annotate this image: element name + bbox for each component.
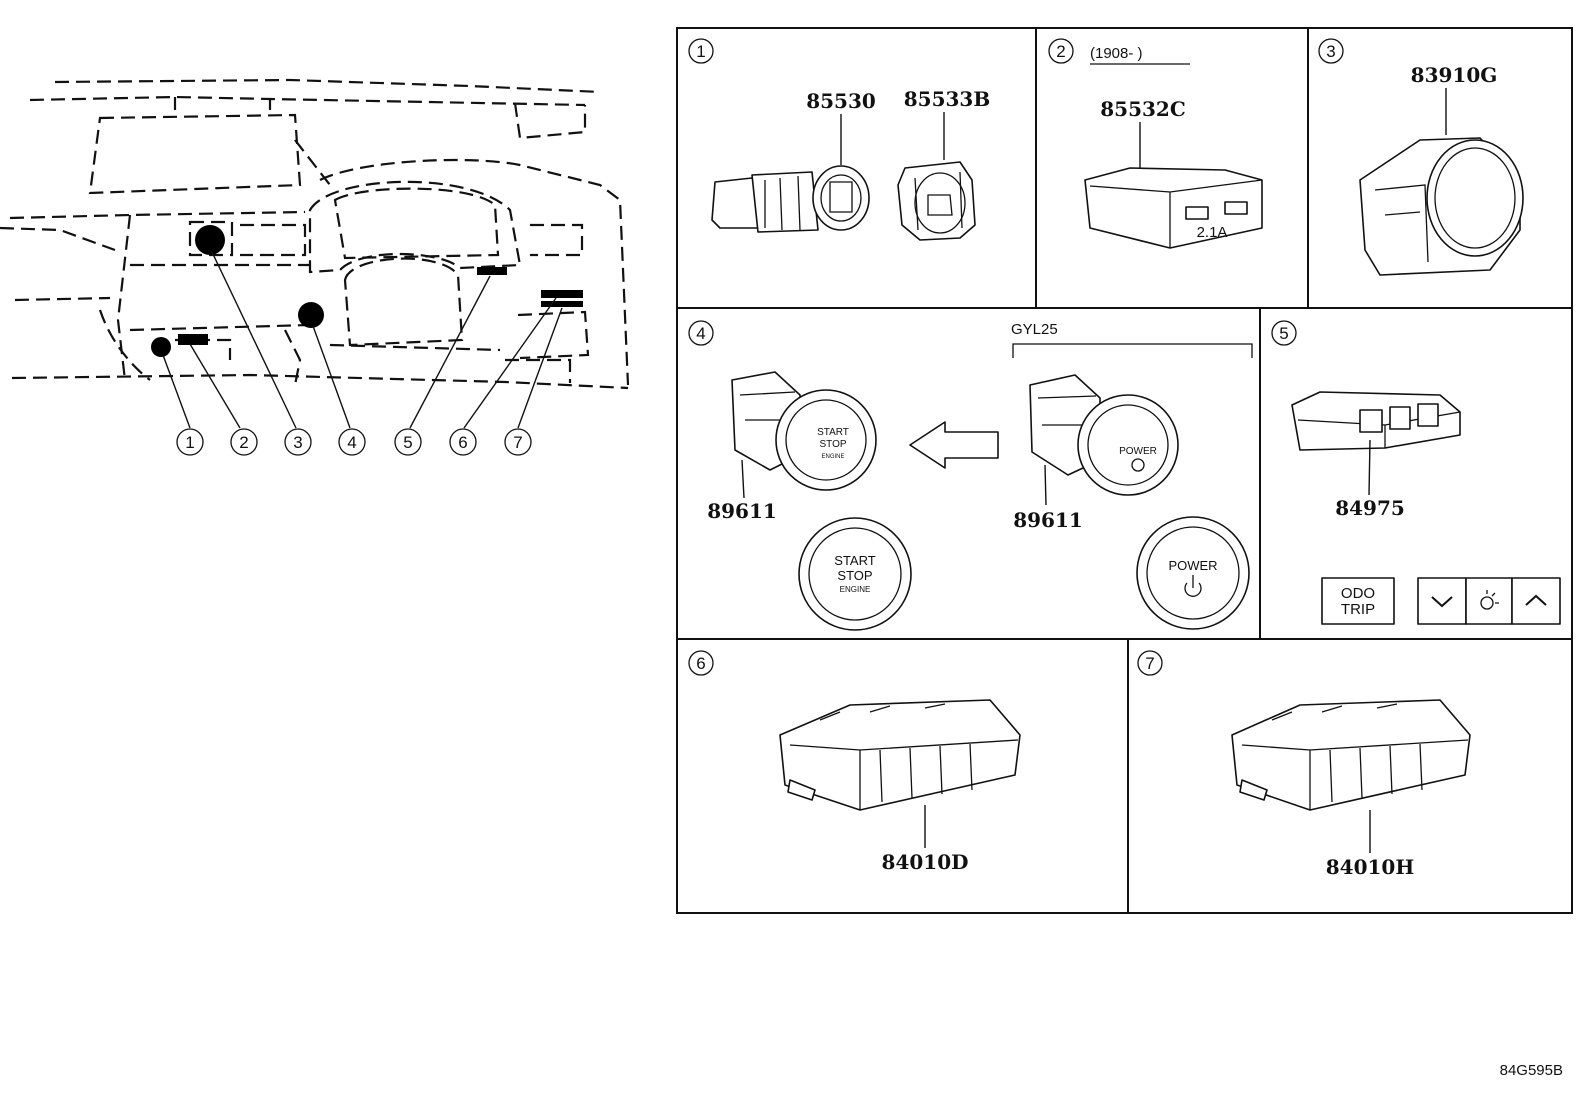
part-number-89611-start: 89611 [707,499,777,523]
location-mark-2 [178,334,208,345]
location-mark-5 [477,267,507,275]
ring-85533B-drawing [897,161,976,241]
svg-text:POWER: POWER [1168,558,1217,573]
part-number-83910G: 83910G [1411,63,1498,87]
chevron-down-icon [1431,596,1453,608]
start-switch-drawing: START STOP ENGINE [731,371,877,491]
panel-grid [676,27,1573,914]
location-dot-3 [195,225,225,255]
svg-text:6: 6 [458,433,467,452]
dial-button-group [1417,577,1561,625]
svg-text:7: 7 [1145,654,1154,673]
svg-text:POWER: POWER [1119,446,1157,457]
panel-4: 4 GYL25 START STOP ENGINE 89611 START ST… [688,320,1253,631]
svg-text:2: 2 [239,433,248,452]
callout-3: 3 [284,428,312,456]
switch-module-84010D-drawing [779,699,1021,811]
panel-7: 7 84010H [1137,650,1471,879]
panel-5: 5 84975 ODO TRIP [1271,320,1561,625]
location-mark-6b [541,301,583,307]
callout-4: 4 [338,428,366,456]
chevron-up-icon [1525,594,1547,606]
svg-text:ODO: ODO [1341,585,1375,602]
svg-text:5: 5 [1279,324,1288,343]
callout-6: 6 [449,428,477,456]
svg-text:6: 6 [696,654,705,673]
location-dot-1 [151,337,171,357]
production-date-note: (1908- ) [1090,45,1143,62]
dashboard-overview: 1 2 3 4 5 6 7 [0,78,630,456]
svg-text:4: 4 [347,433,356,452]
power-button-face: POWER [1136,516,1250,630]
usb-charger-drawing: 2.1A [1084,167,1263,249]
part-number-85532C: 85532C [1100,97,1186,121]
brightness-icon [1480,596,1494,610]
location-dot-4 [298,302,324,328]
svg-text:START: START [834,553,875,568]
svg-text:ENGINE: ENGINE [821,454,844,460]
callout-2: 2 [230,428,258,456]
svg-text:1: 1 [696,42,705,61]
part-number-84010D: 84010D [882,850,969,874]
speaker-drawing [1359,137,1524,276]
svg-text:3: 3 [293,433,302,452]
svg-text:STOP: STOP [837,568,872,583]
power-switch-drawing: POWER [1029,374,1179,496]
diagram-code: 84G595B [1500,1062,1563,1079]
meter-switch-drawing [1291,391,1461,451]
panel-6: 6 84010D [688,650,1021,874]
svg-text:1: 1 [185,433,194,452]
variant-label: GYL25 [1011,321,1058,338]
svg-text:2: 2 [1056,42,1065,61]
part-number-85533B: 85533B [904,87,990,111]
svg-text:3: 3 [1326,42,1335,61]
part-number-85530: 85530 [806,89,876,113]
svg-text:ENGINE: ENGINE [840,585,871,594]
part-number-89611-power: 89611 [1013,508,1083,532]
location-mark-6a [541,290,583,298]
part-number-84010H: 84010H [1326,855,1414,879]
svg-text:5: 5 [403,433,412,452]
svg-text:START: START [817,427,849,438]
callout-1: 1 [176,428,204,456]
svg-text:7: 7 [513,433,522,452]
socket-85530-drawing [711,165,870,233]
usb-rating-label: 2.1A [1197,224,1228,241]
panel-3: 3 83910G [1318,38,1524,276]
panel-2: 2 (1908- ) 85532C 2.1A [1048,38,1263,249]
odo-trip-button: ODO TRIP [1321,577,1395,625]
start-stop-engine-button-face: START STOP ENGINE [798,517,912,631]
svg-text:STOP: STOP [819,439,846,450]
part-number-84975: 84975 [1335,496,1405,520]
panel-1: 1 85530 85533B [688,38,990,241]
svg-text:4: 4 [696,324,705,343]
callout-5: 5 [394,428,422,456]
power-icon [1184,582,1202,597]
svg-text:TRIP: TRIP [1341,601,1375,618]
callout-7: 7 [504,428,532,456]
switch-module-84010H-drawing [1231,699,1471,811]
replacement-arrow [909,421,999,469]
